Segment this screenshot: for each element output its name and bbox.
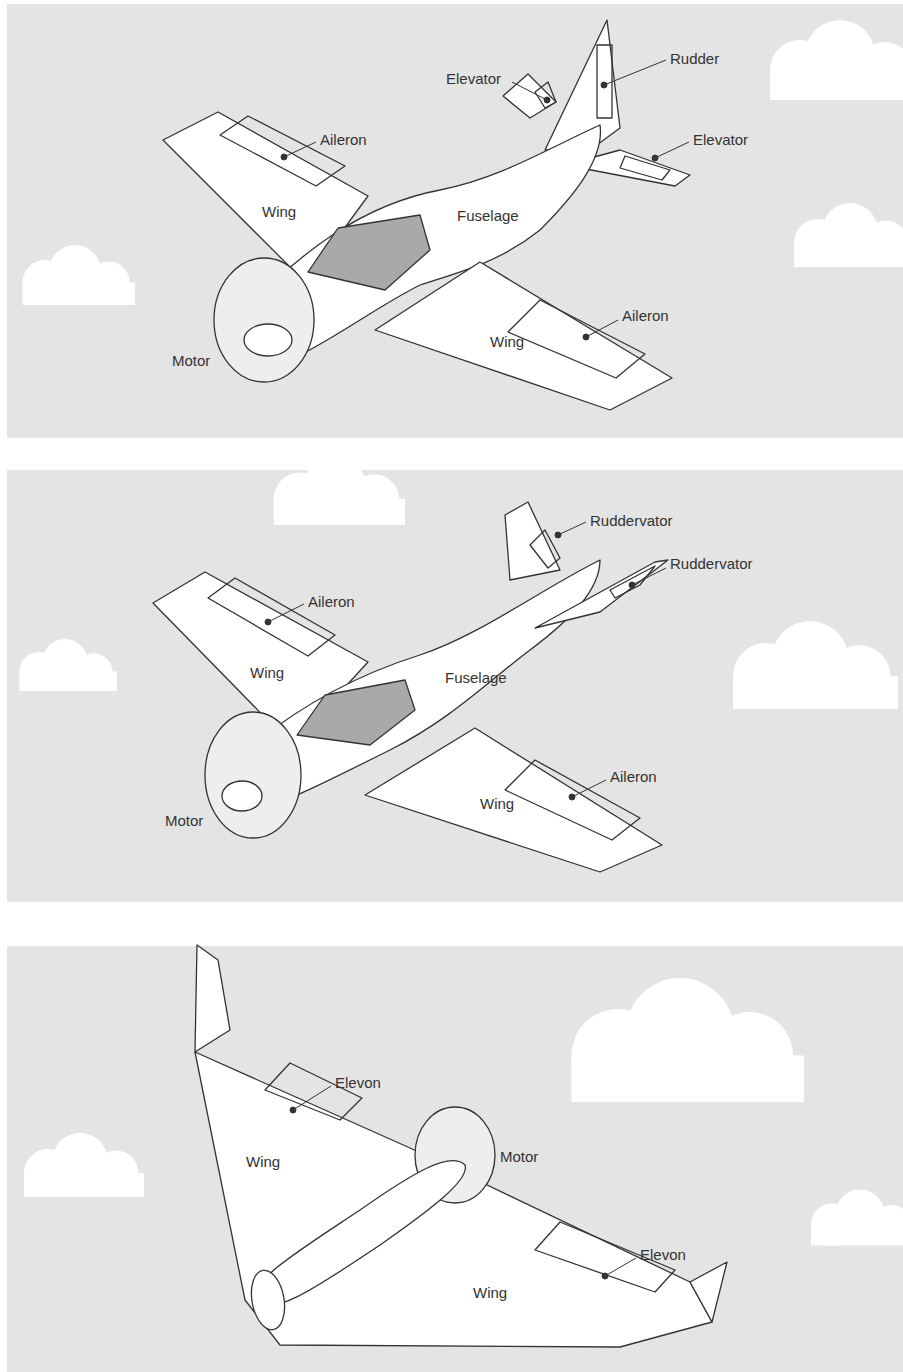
part-label: Aileron <box>610 768 657 786</box>
part-label: Aileron <box>308 593 355 611</box>
part-label: Wing <box>473 1284 507 1302</box>
part-label: Motor <box>500 1148 538 1166</box>
part-label: Aileron <box>622 307 669 325</box>
part-label: Elevon <box>640 1246 686 1264</box>
part-label: Fuselage <box>457 207 519 225</box>
part-label: Elevon <box>335 1074 381 1092</box>
part-label: Elevator <box>446 70 501 88</box>
part-label: Fuselage <box>445 669 507 687</box>
part-label: Wing <box>490 333 524 351</box>
part-label: Motor <box>172 352 210 370</box>
part-label: Elevator <box>693 131 748 149</box>
part-label: Motor <box>165 812 203 830</box>
part-label: Ruddervator <box>670 555 753 573</box>
part-label: Rudder <box>670 50 719 68</box>
part-label: Aileron <box>320 131 367 149</box>
part-label: Wing <box>246 1153 280 1171</box>
part-label: Wing <box>480 795 514 813</box>
part-label: Wing <box>262 203 296 221</box>
part-label: Wing <box>250 664 284 682</box>
part-label: Ruddervator <box>590 512 673 530</box>
